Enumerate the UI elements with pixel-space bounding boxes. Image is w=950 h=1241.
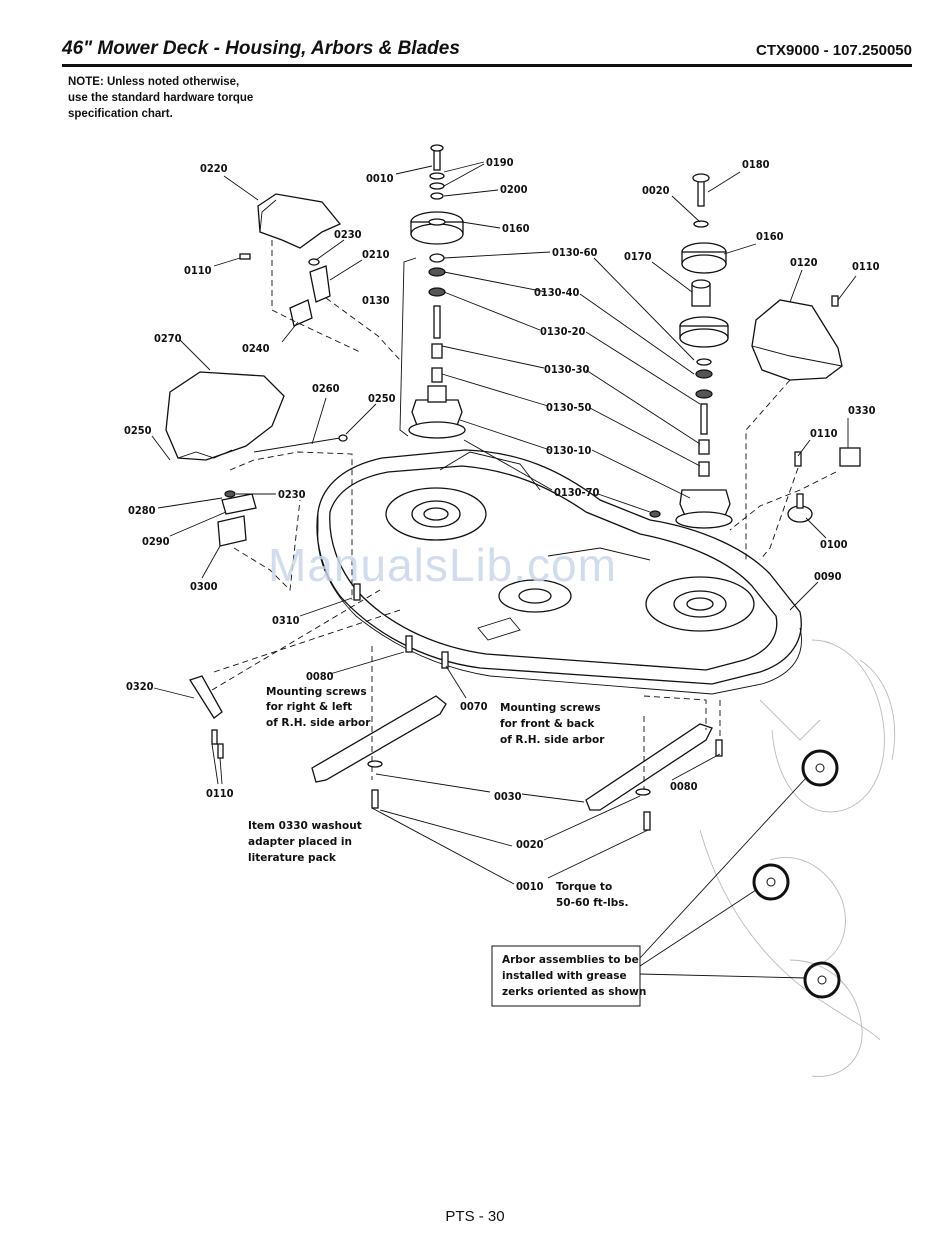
label-0130-10: 0130-10: [546, 444, 592, 457]
label-0280: 0280: [128, 504, 156, 517]
label-0130-50: 0130-50: [546, 401, 592, 414]
label-0320: 0320: [126, 680, 154, 693]
blades: [211, 253, 839, 831]
note-torque-line2: 50-60 ft-lbs.: [556, 897, 629, 909]
note-washout-line2: adapter placed in: [248, 836, 352, 848]
label-0190: 0190: [486, 156, 514, 169]
deck-wheels: [699, 639, 896, 1077]
label-0290: 0290: [142, 535, 170, 548]
label-0300: 0300: [190, 580, 218, 593]
label-0070: 0070: [460, 700, 488, 713]
watermark: ManualsLib.com: [268, 539, 617, 591]
right-arbor-parts: [649, 173, 733, 529]
label-0110: 0110: [852, 260, 880, 273]
note-arbor-line1: Arbor assemblies to be: [502, 954, 639, 966]
model-number: CTX9000 - 107.250050: [756, 42, 912, 59]
deck-housing: [316, 449, 802, 695]
label-0030: 0030: [494, 790, 522, 803]
label-0200: 0200: [500, 183, 528, 196]
label-0310: 0310: [272, 614, 300, 627]
label-0270: 0270: [154, 332, 182, 345]
note-0080-line3: of R.H. side arbor: [266, 717, 371, 729]
label-0330: 0330: [848, 404, 876, 417]
label-0080: 0080: [306, 670, 334, 683]
note-0070-line1: Mounting screws: [500, 702, 601, 714]
label-0090: 0090: [814, 570, 842, 583]
label-0180: 0180: [742, 158, 770, 171]
header-rule: [62, 64, 912, 67]
note-torque-line1: Torque to: [556, 881, 612, 893]
label-0170: 0170: [624, 250, 652, 263]
left-arbor-parts: [399, 144, 466, 439]
torque-note: NOTE: Unless noted otherwise, use the st…: [68, 76, 254, 120]
label-0110: 0110: [184, 264, 212, 277]
label-0100: 0100: [820, 538, 848, 551]
part-labels: 0010 0190 0200 0160 0180 0020 0160 0170 …: [124, 156, 880, 893]
note-washout-line3: literature pack: [248, 852, 337, 864]
label-0220: 0220: [200, 162, 228, 175]
page-number: PTS - 30: [445, 1208, 505, 1225]
label-0240: 0240: [242, 342, 270, 355]
label-0080: 0080: [670, 780, 698, 793]
note-washout-line1: Item 0330 washout: [248, 820, 362, 832]
page-title: 46" Mower Deck - Housing, Arbors & Blade…: [62, 38, 460, 59]
label-0020: 0020: [642, 184, 670, 197]
note-arbor-line3: zerks oriented as shown: [502, 986, 646, 998]
assembly-lines: [211, 240, 837, 790]
belt-covers: [165, 193, 861, 719]
label-0230: 0230: [278, 488, 306, 501]
label-0250: 0250: [124, 424, 152, 437]
label-0160: 0160: [502, 222, 530, 235]
label-0110: 0110: [206, 787, 234, 800]
label-0210: 0210: [362, 248, 390, 261]
label-0260: 0260: [312, 382, 340, 395]
note-0080-line2: for right & left: [266, 701, 352, 713]
label-0130-70: 0130-70: [554, 486, 600, 499]
label-0010: 0010: [366, 172, 394, 185]
label-0130-40: 0130-40: [534, 286, 580, 299]
note-arbor-line2: installed with grease: [502, 970, 627, 982]
note-0080-line1: Mounting screws: [266, 686, 367, 698]
grease-zerk-callouts: [491, 749, 841, 1007]
label-0230: 0230: [334, 228, 362, 241]
diagram-notes: Mounting screws for right & left of R.H.…: [248, 686, 646, 998]
label-0250: 0250: [368, 392, 396, 405]
note-0070-line2: for front & back: [500, 718, 595, 730]
label-0130-60: 0130-60: [552, 246, 598, 259]
label-0160: 0160: [756, 230, 784, 243]
note-0070-line3: of R.H. side arbor: [500, 734, 605, 746]
label-0010: 0010: [516, 880, 544, 893]
label-0130-30: 0130-30: [544, 363, 590, 376]
label-0020: 0020: [516, 838, 544, 851]
label-0130: 0130: [362, 294, 390, 307]
leader-lines: [151, 161, 857, 885]
label-0110: 0110: [810, 427, 838, 440]
label-0120: 0120: [790, 256, 818, 269]
label-0130-20: 0130-20: [540, 325, 586, 338]
